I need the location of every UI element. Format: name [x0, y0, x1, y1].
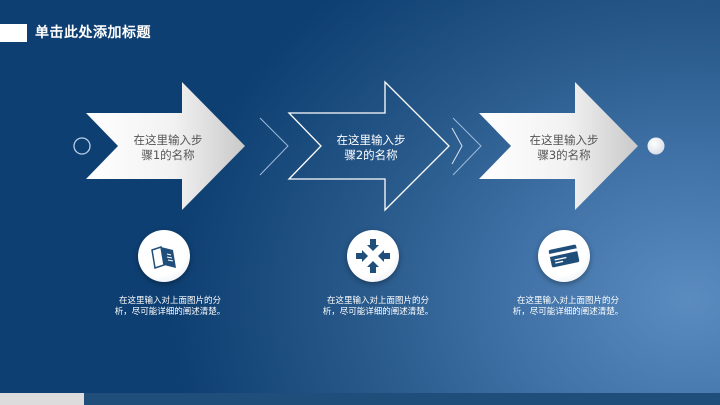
step1-desc-line1: 在这里输入对上面图片的分 [118, 296, 221, 306]
chevron-separator-2b [452, 117, 482, 176]
step1-icon-circle[interactable] [138, 230, 190, 282]
step2-arrow[interactable] [287, 80, 450, 212]
hollow-circle-icon [73, 137, 91, 155]
step3-label[interactable]: 在这里输入步 骤3的名称 [509, 133, 619, 163]
step2-desc-line2: 析，尽可能详细的阐述清楚。 [322, 307, 434, 317]
step2-desc-line1: 在这里输入对上面图片的分 [326, 296, 429, 306]
step2-label-line1: 在这里输入步 [336, 133, 406, 147]
step3-desc-line1: 在这里输入对上面图片的分 [516, 296, 619, 306]
step1-label-line1: 在这里输入步 [133, 133, 203, 147]
credit-card-icon [548, 244, 580, 268]
title-accent-bar [0, 24, 27, 42]
footer-accent-light [0, 393, 84, 405]
step3-label-line1: 在这里输入步 [529, 133, 599, 147]
step1-arrow[interactable] [86, 82, 245, 210]
step1-label[interactable]: 在这里输入步 骤1的名称 [113, 133, 223, 163]
step3-icon-circle[interactable] [538, 230, 590, 282]
four-arrows-inward-icon [356, 239, 390, 273]
step3-label-line2: 骤3的名称 [537, 148, 591, 162]
footer-bar [84, 393, 720, 405]
solid-circle-icon [647, 137, 665, 155]
chevron-separator-1 [259, 117, 289, 176]
step2-label-line2: 骤2的名称 [344, 148, 398, 162]
step3-desc-line2: 析，尽可能详细的阐述清楚。 [512, 307, 624, 317]
step1-description[interactable]: 在这里输入对上面图片的分 析，尽可能详细的阐述清楚。 [95, 296, 245, 318]
step1-label-line2: 骤1的名称 [141, 148, 195, 162]
book-icon [151, 246, 176, 269]
chevron-separator-2a [451, 127, 463, 165]
step2-description[interactable]: 在这里输入对上面图片的分 析，尽可能详细的阐述清楚。 [303, 296, 453, 318]
step2-icon-circle[interactable] [347, 230, 399, 282]
step3-arrow[interactable] [479, 82, 638, 210]
slide-title[interactable]: 单击此处添加标题 [35, 25, 151, 41]
step3-description[interactable]: 在这里输入对上面图片的分 析，尽可能详细的阐述清楚。 [493, 296, 643, 318]
step1-desc-line2: 析，尽可能详细的阐述清楚。 [114, 307, 226, 317]
step2-label[interactable]: 在这里输入步 骤2的名称 [316, 133, 426, 163]
